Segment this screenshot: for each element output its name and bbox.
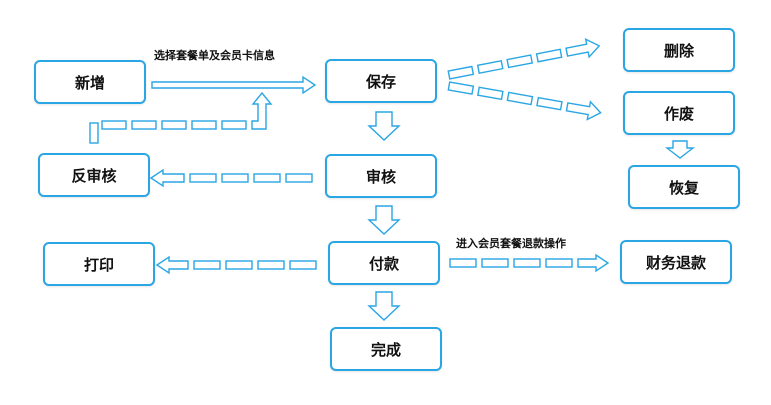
node-xinzeng[interactable]: 新增	[34, 60, 146, 104]
node-shanchu[interactable]: 删除	[623, 28, 735, 72]
node-fanshenhe[interactable]: 反审核	[38, 153, 150, 197]
arrow-fukuan-to-dayin	[155, 255, 317, 275]
arrow-shenhe-to-fanshenhe	[149, 168, 313, 188]
node-baocun[interactable]: 保存	[325, 59, 437, 103]
arrow-zuofei-to-huifu	[664, 140, 696, 159]
arrow-baocun-to-shenhe	[367, 111, 401, 141]
node-shenhe[interactable]: 审核	[325, 154, 437, 198]
node-wancheng[interactable]: 完成	[330, 327, 442, 371]
node-huifu[interactable]: 恢复	[628, 165, 740, 209]
node-dayin[interactable]: 打印	[43, 242, 155, 286]
node-zuofei[interactable]: 作废	[623, 91, 735, 135]
arrow-fanshenhe-to-baocun	[89, 91, 273, 144]
node-caiwutuikuan[interactable]: 财务退款	[620, 240, 732, 284]
arrow-baocun-to-shanchu	[447, 38, 601, 80]
arrow-fukuan-to-wancheng	[367, 291, 401, 321]
arrow-fukuan-to-caiwutuikuan	[449, 253, 610, 273]
edge-label-enter-refund: 进入会员套餐退款操作	[456, 237, 566, 250]
arrow-xinzeng-to-baocun	[151, 75, 317, 95]
node-fukuan[interactable]: 付款	[328, 241, 440, 285]
arrow-shenhe-to-fukuan	[367, 205, 401, 235]
arrow-baocun-to-zuofei	[447, 81, 602, 121]
edge-label-select-package: 选择套餐单及会员卡信息	[154, 49, 275, 62]
